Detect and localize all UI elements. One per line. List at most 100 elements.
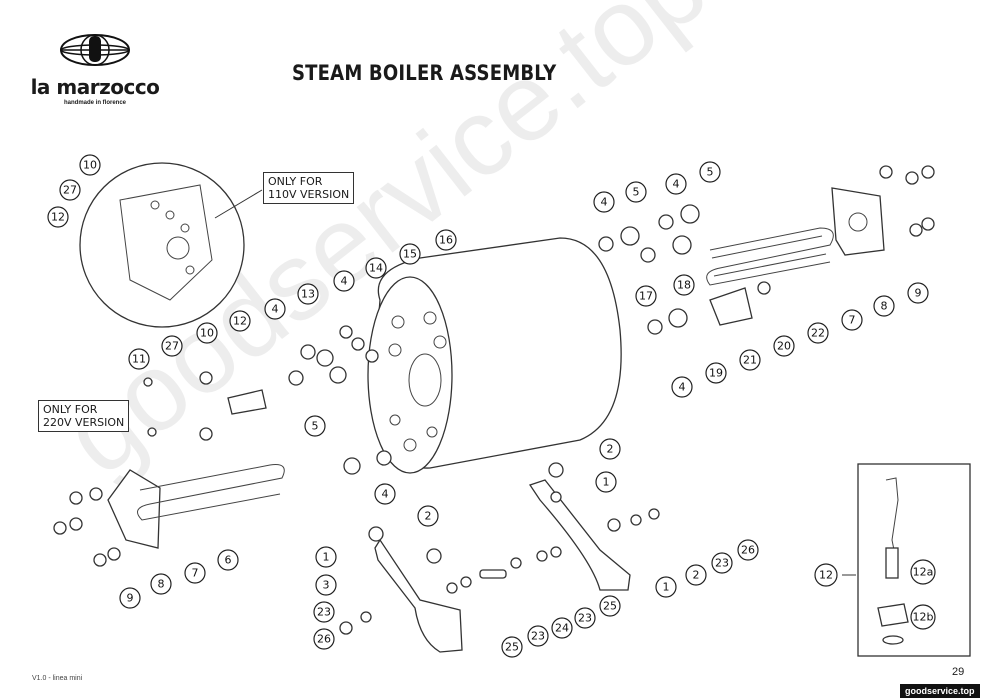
svg-text:25: 25 bbox=[505, 641, 519, 654]
callout-23c: 23 bbox=[574, 607, 596, 629]
callout-25a: 25 bbox=[501, 636, 523, 658]
page-title: STEAM BOILER ASSEMBLY bbox=[292, 61, 557, 85]
callout-9a: 9 bbox=[907, 282, 929, 304]
brand-tagline: handmade in florence bbox=[63, 100, 126, 106]
svg-text:11: 11 bbox=[132, 353, 146, 366]
callout-15: 15 bbox=[399, 243, 421, 265]
footer-version: V1.0 - linea mini bbox=[32, 675, 83, 682]
svg-text:6: 6 bbox=[225, 554, 232, 567]
note-110v: ONLY FOR 110V VERSION bbox=[263, 172, 355, 204]
svg-text:23: 23 bbox=[578, 612, 592, 625]
callout-1c: 1 bbox=[655, 576, 677, 598]
callout-9b: 9 bbox=[119, 587, 141, 609]
svg-text:24: 24 bbox=[555, 622, 569, 635]
callout-5c: 5 bbox=[699, 161, 721, 183]
svg-text:1: 1 bbox=[323, 551, 330, 564]
callout-2c: 2 bbox=[685, 564, 707, 586]
svg-text:27: 27 bbox=[165, 340, 179, 353]
svg-text:16: 16 bbox=[439, 234, 453, 247]
callout-4c: 4 bbox=[374, 483, 396, 505]
callout-27b: 27 bbox=[161, 335, 183, 357]
callout-26b: 26 bbox=[737, 539, 759, 561]
callout-6: 6 bbox=[217, 549, 239, 571]
callout-12a: 12 bbox=[47, 206, 69, 228]
svg-text:8: 8 bbox=[158, 578, 165, 591]
callout-8a: 8 bbox=[873, 295, 895, 317]
svg-text:1: 1 bbox=[663, 581, 670, 594]
svg-text:7: 7 bbox=[849, 314, 856, 327]
callout-26a: 26 bbox=[313, 628, 335, 650]
svg-text:4: 4 bbox=[382, 488, 389, 501]
svg-text:20: 20 bbox=[777, 340, 791, 353]
callout-4f: 4 bbox=[671, 376, 693, 398]
brand-name: la marzocco bbox=[30, 75, 160, 99]
callout-2a: 2 bbox=[599, 438, 621, 460]
callout-20: 20 bbox=[773, 335, 795, 357]
svg-text:4: 4 bbox=[601, 196, 608, 209]
flange-left bbox=[107, 469, 161, 549]
svg-text:23: 23 bbox=[715, 557, 729, 570]
svg-text:5: 5 bbox=[707, 166, 714, 179]
detail-flange bbox=[119, 184, 213, 301]
callout-25b: 25 bbox=[599, 595, 621, 617]
valve-21 bbox=[709, 287, 753, 326]
callout-10a: 10 bbox=[79, 154, 101, 176]
note-220v: ONLY FOR 220V VERSION bbox=[38, 400, 130, 432]
flange-right bbox=[831, 187, 885, 256]
svg-text:5: 5 bbox=[633, 186, 640, 199]
svg-text:4: 4 bbox=[272, 303, 279, 316]
callout-4e: 4 bbox=[665, 173, 687, 195]
svg-text:13: 13 bbox=[301, 288, 315, 301]
svg-text:2: 2 bbox=[693, 569, 700, 582]
page-number: 29 bbox=[952, 666, 965, 678]
svg-text:15: 15 bbox=[403, 248, 417, 261]
svg-text:21: 21 bbox=[743, 354, 757, 367]
boiler-end-plate bbox=[367, 276, 453, 474]
svg-text:26: 26 bbox=[741, 544, 755, 557]
callout-10b: 10 bbox=[196, 322, 218, 344]
callout-5a: 5 bbox=[304, 415, 326, 437]
callout-12b: 12 bbox=[229, 310, 251, 332]
callout-19: 19 bbox=[705, 362, 727, 384]
callout-5b: 5 bbox=[625, 181, 647, 203]
globe-icon bbox=[60, 34, 130, 66]
brand-logo: la marzocco handmade in florence bbox=[30, 32, 160, 106]
heating-element-left bbox=[137, 464, 285, 521]
svg-text:19: 19 bbox=[709, 367, 723, 380]
callout-17: 17 bbox=[635, 285, 657, 307]
detail-box-12 bbox=[857, 463, 971, 657]
svg-text:23: 23 bbox=[531, 630, 545, 643]
svg-text:17: 17 bbox=[639, 290, 653, 303]
callout-11: 11 bbox=[128, 348, 150, 370]
callout-22: 22 bbox=[807, 322, 829, 344]
site-badge: goodservice.top bbox=[900, 684, 980, 698]
callout-21: 21 bbox=[739, 349, 761, 371]
callout-23b: 23 bbox=[527, 625, 549, 647]
heating-element-right bbox=[706, 227, 834, 286]
svg-text:23: 23 bbox=[317, 606, 331, 619]
callout-24: 24 bbox=[551, 617, 573, 639]
svg-text:4: 4 bbox=[673, 178, 680, 191]
svg-text:26: 26 bbox=[317, 633, 331, 646]
svg-text:10: 10 bbox=[200, 327, 214, 340]
callout-18: 18 bbox=[673, 274, 695, 296]
callout-13: 13 bbox=[297, 283, 319, 305]
svg-text:25: 25 bbox=[603, 600, 617, 613]
svg-text:14: 14 bbox=[369, 262, 383, 275]
callout-4b: 4 bbox=[264, 298, 286, 320]
svg-text:2: 2 bbox=[425, 510, 432, 523]
callout-12c: 12 bbox=[814, 563, 838, 587]
svg-text:1: 1 bbox=[603, 476, 610, 489]
svg-text:12a: 12a bbox=[913, 566, 934, 579]
svg-text:4: 4 bbox=[679, 381, 686, 394]
callout-1a: 1 bbox=[595, 471, 617, 493]
bracket-right bbox=[528, 479, 631, 591]
callout-12b-detail: 12b bbox=[910, 604, 936, 630]
svg-text:9: 9 bbox=[127, 592, 134, 605]
svg-text:12: 12 bbox=[233, 315, 247, 328]
callout-14: 14 bbox=[365, 257, 387, 279]
callout-8b: 8 bbox=[150, 573, 172, 595]
callout-16: 16 bbox=[435, 229, 457, 251]
probe-12 bbox=[227, 389, 267, 415]
